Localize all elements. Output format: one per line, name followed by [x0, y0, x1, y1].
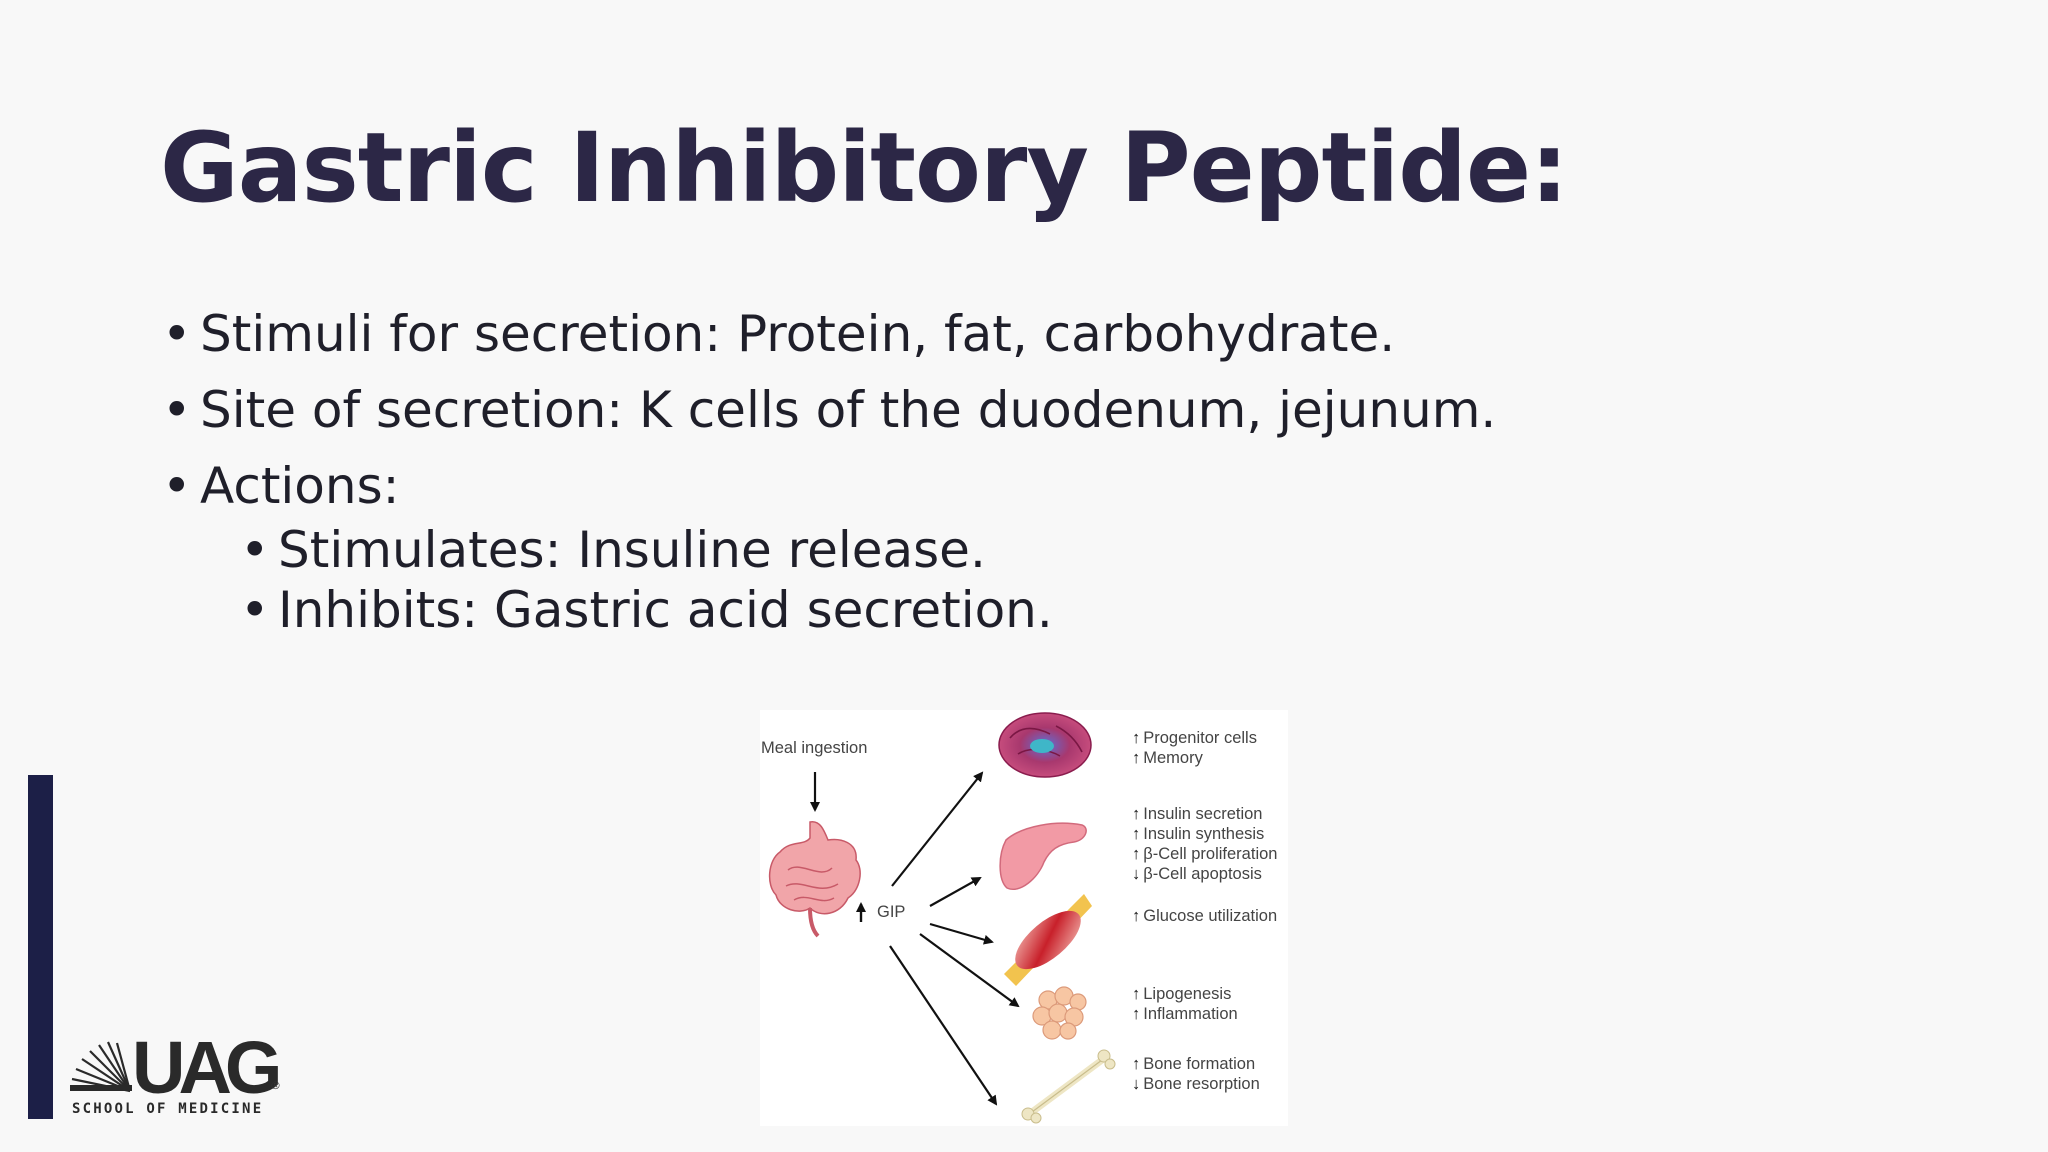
- muscle-effects: Glucose utilization: [1132, 906, 1277, 926]
- effect-item: Bone resorption: [1132, 1074, 1260, 1094]
- muscle-icon: [1004, 894, 1092, 986]
- effect-item: Glucose utilization: [1132, 906, 1277, 926]
- arrow-to-fat: [919, 933, 1020, 1008]
- arrow-to-muscle: [929, 922, 994, 945]
- brain-icon: [998, 712, 1092, 778]
- bullet-site: Site of secretion: K cells of the duoden…: [160, 381, 1960, 439]
- fan-logo-icon: [70, 1041, 132, 1093]
- bone-effects: Bone formationBone resorption: [1132, 1054, 1260, 1094]
- effect-item: Lipogenesis: [1132, 984, 1238, 1004]
- accent-bar: [28, 775, 53, 1119]
- effect-item: Memory: [1132, 748, 1257, 768]
- logo-registered: ®: [270, 1079, 281, 1092]
- sub-bullet-inhibits: Inhibits: Gastric acid secretion.: [238, 581, 1960, 639]
- effect-item: β-Cell proliferation: [1132, 844, 1277, 864]
- meal-ingestion-label: Meal ingestion: [761, 739, 868, 757]
- gip-actions-figure: Meal ingestion GIP Progenitor cellsMemor…: [760, 710, 1288, 1126]
- bullet-list: Stimuli for secretion: Protein, fat, car…: [160, 305, 1960, 641]
- gip-label: GIP: [877, 903, 906, 921]
- arrow-to-brain: [891, 771, 984, 887]
- brain-effects: Progenitor cellsMemory: [1132, 728, 1257, 768]
- sub-bullet-stimulates: Stimulates: Insuline release.: [238, 521, 1960, 579]
- effect-item: Inflammation: [1132, 1004, 1237, 1024]
- bone-icon: [1021, 1049, 1116, 1124]
- fat-icon: [1032, 986, 1087, 1040]
- pancreas-effects: Insulin secretionInsulin synthesisβ-Cell…: [1132, 804, 1277, 884]
- figure-drawing: [768, 712, 1116, 1124]
- arrow-to-bone: [889, 945, 998, 1106]
- bullet-actions: Actions:: [160, 457, 1960, 515]
- arrow-to-pancreas: [929, 877, 982, 907]
- effect-item: β-Cell apoptosis: [1132, 864, 1277, 884]
- fat-effects: LipogenesisInflammation: [1132, 984, 1238, 1024]
- logo-subtitle: SCHOOL OF MEDICINE: [72, 1101, 264, 1117]
- logo-wordmark: UAG: [132, 1026, 282, 1109]
- gut-icon: [768, 821, 861, 938]
- effect-item: Insulin synthesis: [1132, 824, 1277, 844]
- effect-item: Bone formation: [1132, 1054, 1260, 1074]
- bullet-stimuli: Stimuli for secretion: Protein, fat, car…: [160, 305, 1960, 363]
- uag-logo: UAG ® SCHOOL OF MEDICINE: [70, 1026, 282, 1120]
- pancreas-icon: [999, 822, 1087, 891]
- effect-item: Insulin secretion: [1132, 804, 1277, 824]
- effect-item: Progenitor cells: [1132, 728, 1257, 748]
- slide-title: Gastric Inhibitory Peptide:: [160, 112, 1569, 224]
